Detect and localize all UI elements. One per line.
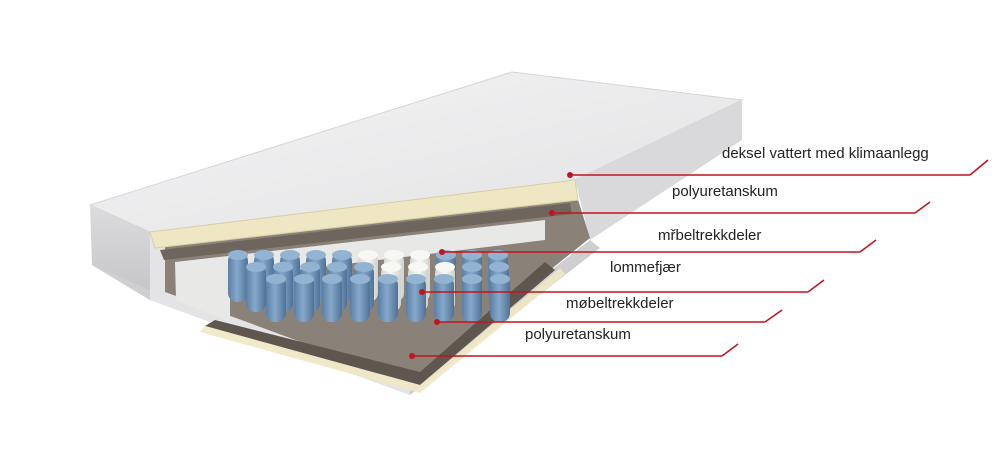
- leader-dots: [409, 172, 573, 359]
- spring-cap: [462, 262, 482, 272]
- inner-frame: [175, 220, 545, 322]
- spring-cap: [435, 262, 455, 272]
- spring-cap: [434, 274, 454, 284]
- spring-cap: [300, 262, 320, 272]
- spring-pocket: [228, 252, 248, 302]
- spring-cap: [410, 250, 430, 260]
- spring-pocket: [294, 276, 314, 322]
- spring-cap: [332, 250, 352, 260]
- spring-cap: [384, 250, 404, 260]
- spring-cap: [490, 274, 510, 284]
- spring-pocket: [434, 276, 454, 322]
- spring-pocket: [406, 276, 426, 322]
- spring-cap: [378, 274, 398, 284]
- spring-cap: [489, 262, 509, 272]
- label-upholstery-felt-top: mřbeltrekkdeler: [658, 227, 762, 244]
- spring-cap: [354, 262, 374, 272]
- spring-pocket: [322, 276, 342, 322]
- spring-cap: [327, 262, 347, 272]
- spring-cap: [273, 262, 293, 272]
- label-pocket-springs: lommefjær: [610, 259, 681, 276]
- spring-cap: [246, 262, 266, 272]
- spring-pocket: [462, 276, 482, 322]
- spring-cap: [254, 250, 274, 260]
- label-polyurethane-foam-top: polyuretanskum: [672, 183, 778, 200]
- spring-cap: [358, 250, 378, 260]
- label-polyurethane-foam-bottom: polyuretanskum: [525, 326, 631, 343]
- felt-layer-top: [160, 203, 572, 260]
- mattress-right-side: [575, 100, 742, 240]
- foam-layer-bottom: [200, 268, 565, 393]
- leader-lines: [412, 159, 989, 357]
- spring-pocket: [490, 276, 510, 322]
- felt-layer-bottom: [205, 262, 555, 385]
- spring-cap: [462, 274, 482, 284]
- spring-pocket: [350, 276, 370, 322]
- foam-layer-top: [149, 179, 579, 249]
- spring-cap: [381, 262, 401, 272]
- spring-cap: [294, 274, 314, 284]
- spring-cap: [306, 250, 326, 260]
- spring-cap: [322, 274, 342, 284]
- spring-cap: [406, 274, 426, 284]
- spring-cap: [408, 262, 428, 272]
- spring-pocket: [378, 276, 398, 322]
- spring-cap: [350, 274, 370, 284]
- spring-cap: [266, 274, 286, 284]
- label-upholstery-felt-bottom: møbeltrekkdeler: [566, 295, 674, 312]
- pocket-springs: [228, 250, 510, 322]
- spring-pocket: [266, 276, 286, 322]
- spring-pocket: [246, 264, 266, 312]
- label-cover-quilted: deksel vattert med klimaanlegg: [722, 145, 929, 162]
- mattress-cover-side: [90, 205, 150, 300]
- spring-cap: [228, 250, 248, 260]
- spring-cap: [280, 250, 300, 260]
